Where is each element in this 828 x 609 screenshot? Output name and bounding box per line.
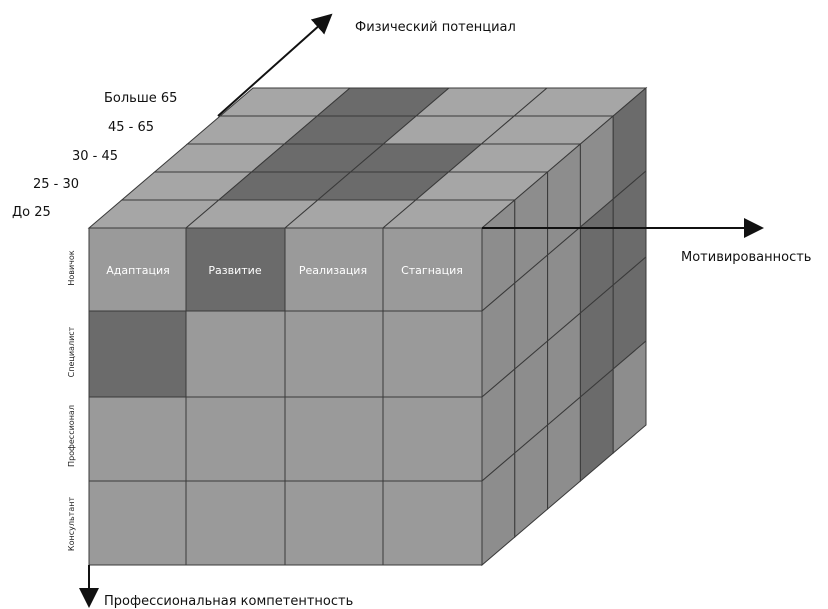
age-label-25-30: 25 - 30: [33, 177, 79, 192]
physical-potential-axis-arrow: [217, 13, 333, 117]
front-cell: [284, 480, 384, 566]
competence-label-professional: Профессионал: [67, 405, 76, 467]
front-cell: [185, 480, 286, 566]
front-cell: [185, 310, 286, 398]
stage-label-development: Развитие: [208, 264, 261, 277]
motivation-axis-label: Мотивированность: [681, 250, 811, 265]
front-cell: [284, 310, 384, 398]
front-cell: [382, 396, 483, 482]
age-label-45-65: 45 - 65: [108, 120, 154, 135]
front-cell: [382, 310, 483, 398]
competence-label-consultant: Консультант: [67, 497, 76, 552]
front-cell: [88, 310, 187, 398]
cube-top-face: [87, 87, 648, 229]
competence-axis-label: Профессиональная компетентность: [104, 594, 353, 609]
cube-front-face: [88, 227, 483, 566]
stage-label-adaptation: Адаптация: [106, 264, 169, 277]
front-cell: [382, 480, 483, 566]
physical-potential-axis-label: Физический потенциал: [355, 20, 516, 35]
age-label-under-25: До 25: [12, 205, 51, 220]
competence-label-novice: Новичок: [67, 250, 76, 285]
stage-label-stagnation: Стагнация: [401, 264, 463, 277]
competence-label-specialist: Специалист: [67, 326, 76, 377]
front-cell: [88, 480, 187, 566]
front-cell: [88, 396, 187, 482]
side-cell: [612, 339, 647, 455]
age-label-30-45: 30 - 45: [72, 149, 118, 164]
age-label-over-65: Больше 65: [104, 91, 177, 106]
front-cell: [185, 396, 286, 482]
front-cell: [284, 396, 384, 482]
stage-label-realization: Реализация: [299, 264, 367, 277]
